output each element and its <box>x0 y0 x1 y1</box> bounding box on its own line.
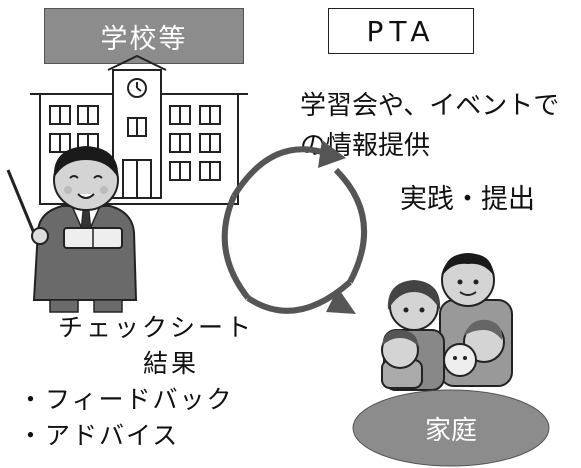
pta-label-text: PTA <box>366 14 436 48</box>
cycle-arrow-bottom-head <box>326 288 356 314</box>
checksheet-line3: ・フィードバック <box>18 385 234 414</box>
checksheet-feedback-text: チェックシート 結果 ・フィードバック ・アドバイス <box>18 310 254 454</box>
home-label: 家庭 <box>350 388 552 468</box>
school-label: 学校等 <box>44 8 244 64</box>
checksheet-line1: チェックシート <box>58 313 255 342</box>
pta-label: PTA <box>328 8 474 54</box>
cycle-arrow-left <box>221 194 251 300</box>
home-label-text: 家庭 <box>424 415 477 446</box>
checksheet-line4: ・アドバイス <box>18 421 180 450</box>
checksheet-line2: 結果 <box>143 349 200 378</box>
cycle-arrow-top-head <box>318 140 346 168</box>
pta-description-line1: 学習会や、イベントで <box>300 91 560 121</box>
cycle-arrow-right <box>333 167 368 284</box>
cycle-arrow-top <box>231 146 323 198</box>
practice-submit-label: 実践・提出 <box>400 184 535 215</box>
school-label-text: 学校等 <box>100 23 188 55</box>
